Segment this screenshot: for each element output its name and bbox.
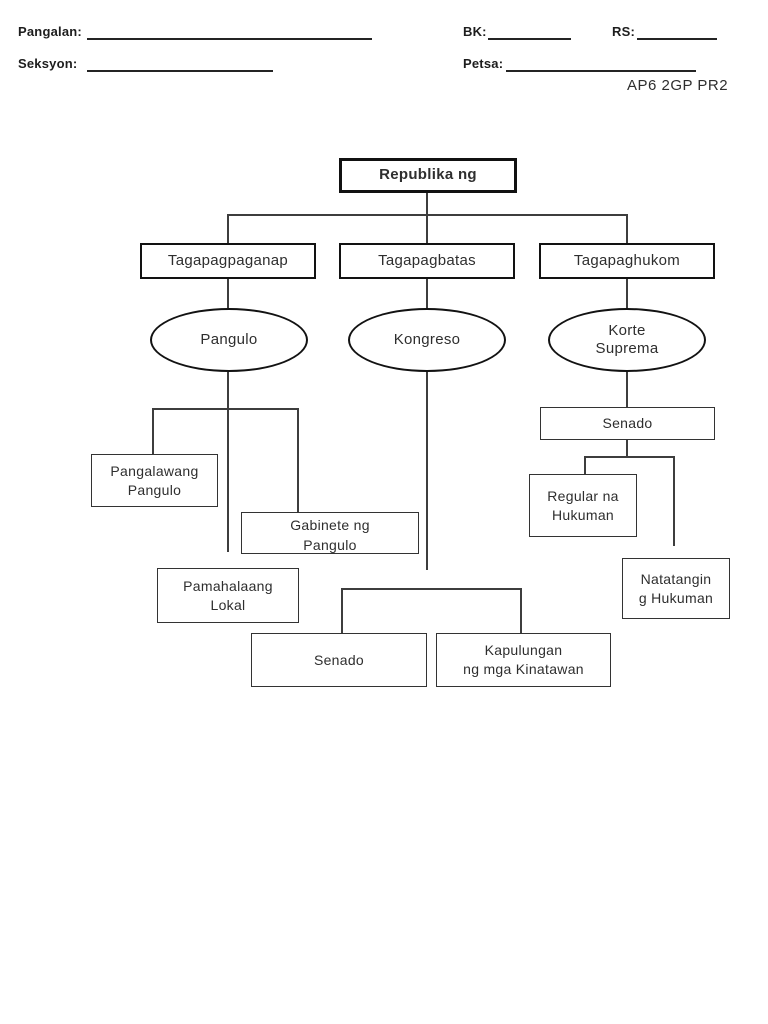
petsa-blank-line [506, 70, 696, 72]
node-senado-korte: Senado [540, 407, 715, 440]
connector-to-natatangi [673, 456, 675, 546]
rs-blank-line [637, 38, 717, 40]
node-kongreso-oval: Kongreso [348, 308, 506, 372]
node-tagapagpaganap: Tagapagpaganap [140, 243, 316, 279]
node-pangulo-oval: Pangulo [150, 308, 308, 372]
bk-blank-line [488, 38, 571, 40]
node-tagapagbatas: Tagapagbatas [339, 243, 515, 279]
node-gabinete-ng-pangulo: Gabinete ng Pangulo [241, 512, 419, 554]
connector-pangulo-trunk [227, 372, 229, 552]
connector-stub-judicial [626, 214, 628, 243]
node-natatanging-hukuman: Natatangin g Hukuman [622, 558, 730, 619]
seksyon-label: Seksyon: [18, 56, 78, 71]
connector-judicial-oval [626, 279, 628, 308]
connector-stub-executive [227, 214, 229, 243]
connector-korte-down [626, 372, 628, 407]
pangalan-label: Pangalan: [18, 24, 82, 39]
rs-label: RS: [612, 24, 635, 39]
connector-stub-legislative [426, 214, 428, 243]
node-pamahalaang-lokal: Pamahalaang Lokal [157, 568, 299, 623]
connector-to-senado [341, 588, 343, 633]
node-regular-na-hukuman: Regular na Hukuman [529, 474, 637, 537]
bk-label: BK: [463, 24, 487, 39]
connector-korte-bar [584, 456, 675, 458]
node-tagapaghukom: Tagapaghukom [539, 243, 715, 279]
node-republika: Republika ng [339, 158, 517, 193]
connector-legislative-oval [426, 279, 428, 308]
node-pangalawang-pangulo: Pangalawang Pangulo [91, 454, 218, 507]
connector-senado-korte-down [626, 440, 628, 457]
pangalan-blank-line [87, 38, 372, 40]
connector-to-pangalawang [152, 408, 154, 454]
worksheet-code: AP6 2GP PR2 [627, 77, 729, 94]
connector-to-gabinete [297, 408, 299, 512]
connector-to-kapulungan [520, 588, 522, 633]
connector-kongreso-trunk [426, 372, 428, 570]
connector-executive-oval [227, 279, 229, 308]
connector-kongreso-bar [341, 588, 522, 590]
connector-pangulo-bar [152, 408, 299, 410]
node-korte-suprema-oval: Korte Suprema [548, 308, 706, 372]
connector-root-down [426, 193, 428, 215]
node-senado-kongreso: Senado [251, 633, 427, 687]
connector-to-regular [584, 456, 586, 474]
petsa-label: Petsa: [463, 56, 504, 71]
seksyon-blank-line [87, 70, 273, 72]
node-kapulungan: Kapulungan ng mga Kinatawan [436, 633, 611, 687]
